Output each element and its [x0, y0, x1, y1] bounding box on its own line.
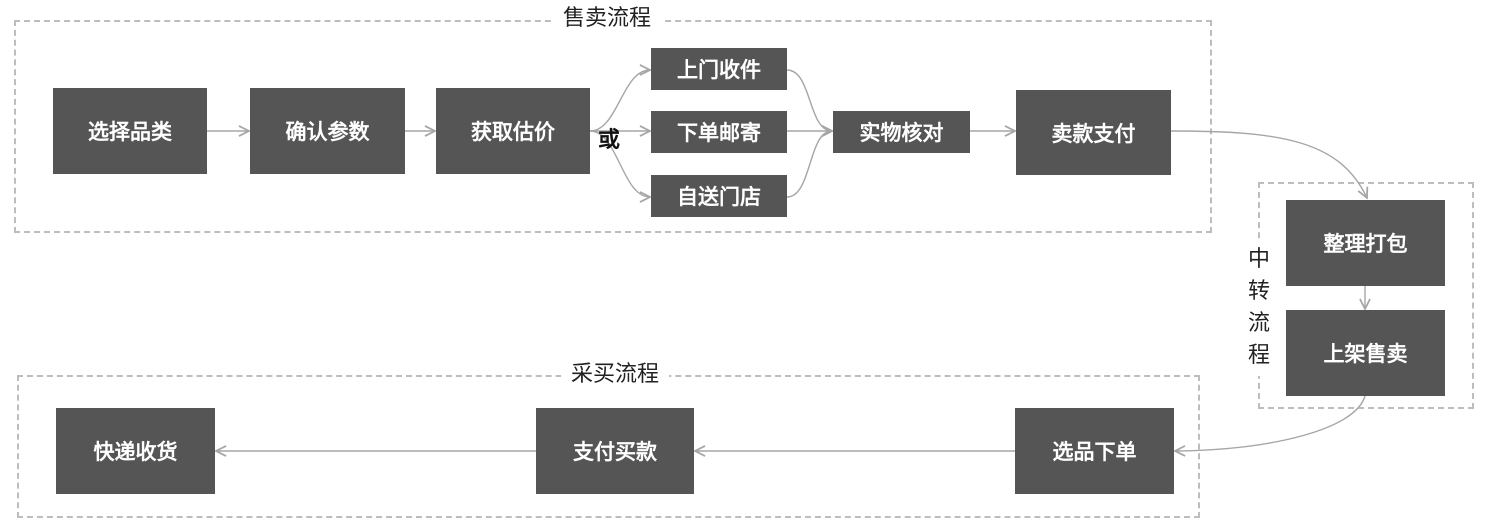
- or-label: 或: [598, 128, 621, 153]
- selling-process-title: 售卖流程: [553, 5, 662, 33]
- select-order-box: 选品下单: [1015, 408, 1174, 494]
- get-quote-box: 获取估价: [436, 88, 590, 174]
- confirm-params-box: 确认参数: [250, 88, 405, 174]
- mail-order-box: 下单邮寄: [651, 111, 787, 153]
- seller-payment-box: 卖款支付: [1016, 90, 1171, 175]
- list-for-sale-box: 上架售卖: [1286, 310, 1445, 396]
- verify-item-box: 实物核对: [833, 111, 970, 153]
- pay-box: 支付买款: [536, 408, 694, 494]
- home-pickup-box: 上门收件: [651, 48, 787, 90]
- transfer-process-title: 中转流程: [1244, 240, 1274, 376]
- pack-box: 整理打包: [1286, 200, 1445, 286]
- select-category-box: 选择品类: [53, 88, 207, 174]
- receive-box: 快递收货: [56, 408, 215, 494]
- store-dropoff-box: 自送门店: [651, 175, 787, 217]
- buying-process-title: 采买流程: [561, 361, 670, 389]
